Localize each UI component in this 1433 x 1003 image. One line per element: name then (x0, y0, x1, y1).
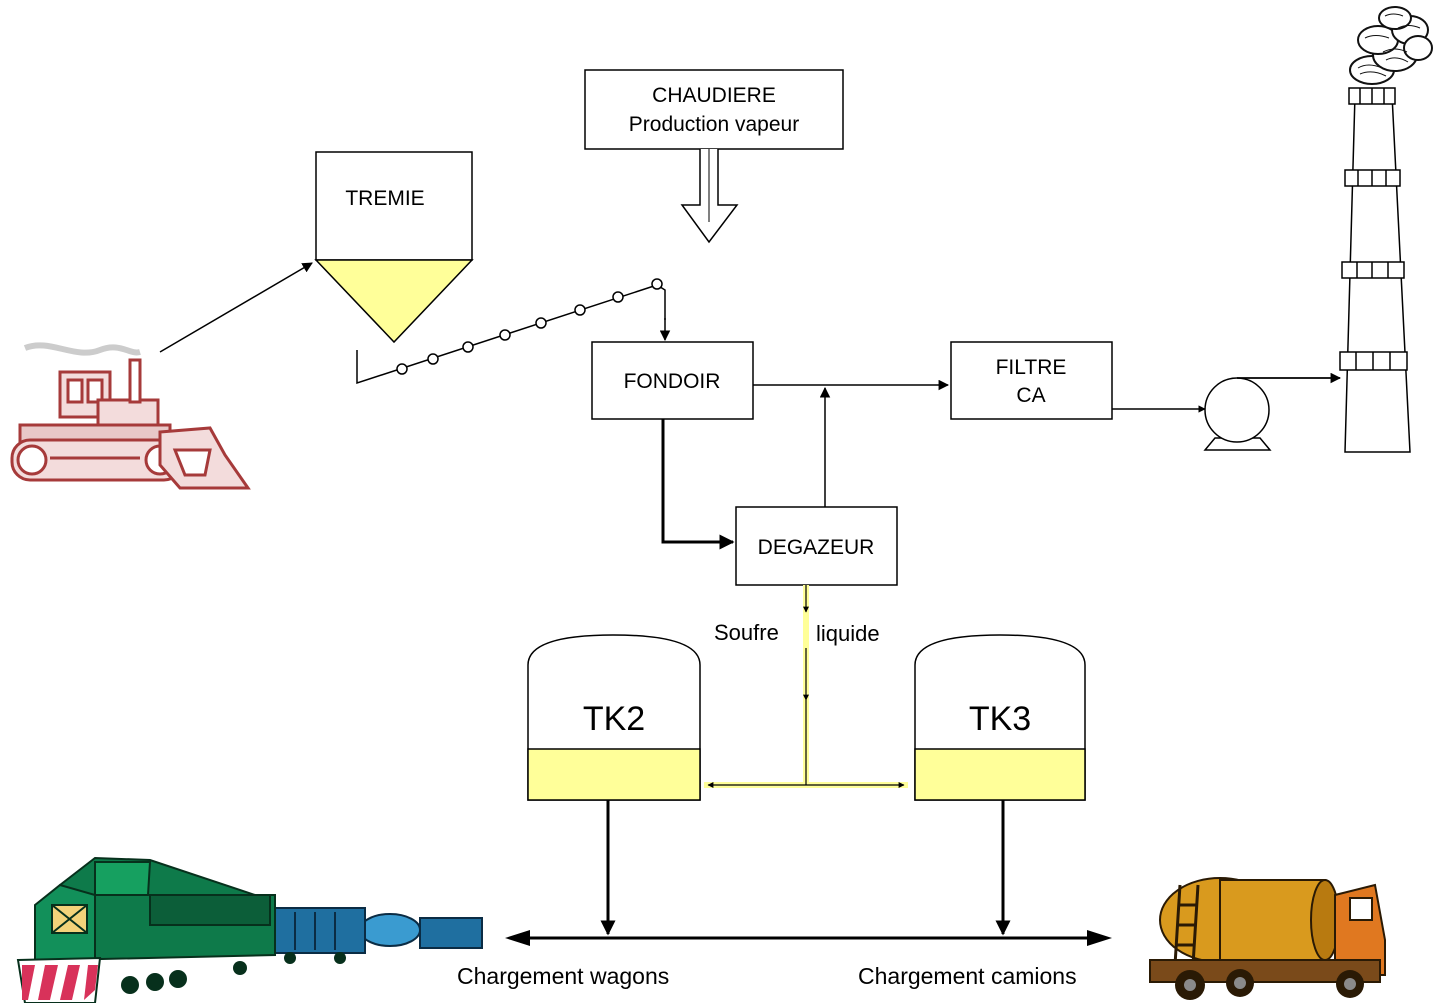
filtre-title: FILTRE (996, 356, 1067, 379)
chaudiere-box: CHAUDIERE Production vapeur (584, 69, 844, 150)
chargement-camions-label: Chargement camions (858, 963, 1077, 989)
liquide-label: liquide (816, 621, 880, 646)
chaudiere-subtitle: Production vapeur (629, 113, 799, 136)
conveyor (356, 278, 666, 385)
sulfur-line (704, 585, 908, 788)
train-icon (16, 856, 483, 1003)
tk3-tank: TK3 (914, 634, 1086, 801)
chimney-icon (1339, 6, 1433, 453)
tremie-label: TREMIE (345, 187, 424, 210)
chargement-wagons-label: Chargement wagons (457, 963, 669, 989)
fondoir-label: FONDOIR (624, 370, 721, 393)
tanker-truck-icon (1149, 877, 1386, 1000)
bulldozer-icon (10, 342, 251, 490)
filtre-box: FILTRE CA (950, 341, 1113, 420)
tk3-label: TK3 (969, 700, 1031, 738)
pump-icon (1203, 377, 1340, 451)
degazeur-label: DEGAZEUR (758, 536, 875, 559)
degazeur-box: DEGAZEUR (735, 506, 898, 586)
soufre-label: Soufre (714, 620, 779, 645)
filtre-subtitle: CA (1016, 384, 1045, 407)
chaudiere-title: CHAUDIERE (652, 84, 776, 107)
tk2-label: TK2 (583, 700, 645, 738)
fondoir-box: FONDOIR (591, 341, 754, 420)
smoke-icon (1349, 6, 1433, 85)
tremie-hopper: TREMIE (314, 151, 474, 344)
tk2-tank: TK2 (527, 634, 701, 801)
